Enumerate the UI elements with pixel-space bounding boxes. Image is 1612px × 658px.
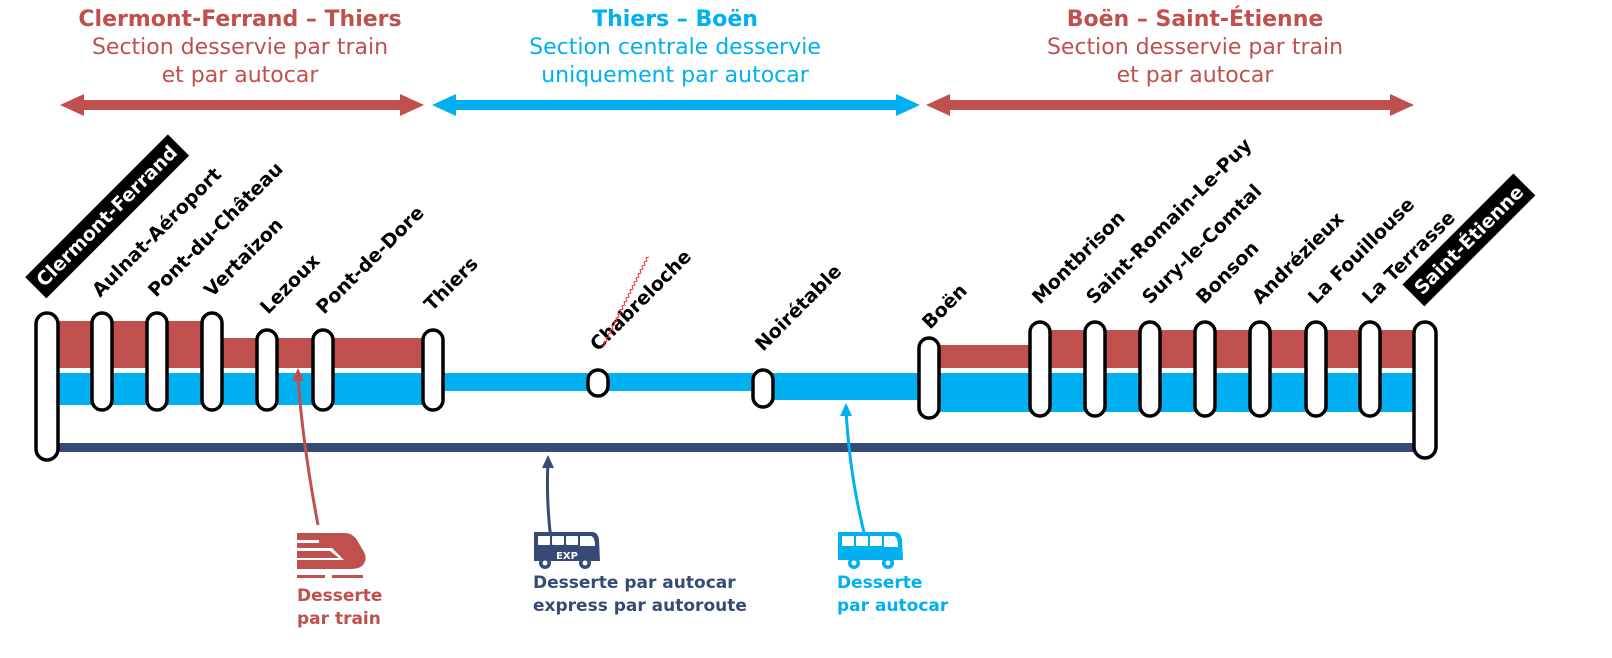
legend-train: Desserte par train [297,585,382,631]
spellcheck-underline [601,256,650,347]
section-arrow-clermont-thiers [60,94,424,116]
section-title: Thiers – Boën [592,7,758,32]
station-label: Boën [918,280,972,334]
legend-express: Desserte par autocar express par autorou… [533,572,747,618]
express-coach-icon: EXP [534,532,600,569]
station-name: Thiers [420,253,483,316]
station-label: Lezoux [256,250,325,319]
station-marker-montbrison [1028,320,1052,418]
station-marker-lezoux [255,328,279,412]
station-name: Chabreloche [586,246,696,356]
coach-pointer [840,403,868,541]
station-label: Thiers [420,253,483,316]
station-labels-layer: Clermont-FerrandAulnat-AéroportPont-du-C… [25,134,1536,356]
station-name: Lezoux [256,250,325,319]
coach-icon [838,532,903,569]
section-arrow-boen-saint-etienne [926,94,1414,116]
section-header-boen-saint-etienne: Boën – Saint-Étienne Section desservie p… [995,6,1395,90]
section-subtitle: Section desservie par train [1046,35,1344,60]
station-label: Chabreloche [586,246,696,356]
express-pointer [542,455,554,541]
legend-line: Desserte par autocar [533,573,736,593]
train-pointer [292,368,320,526]
station-marker-andrezieux [1248,320,1272,418]
station-label: Montbrison [1028,207,1130,309]
station-marker-noiretable [751,368,775,409]
station-marker-pont-du-chateau [145,311,169,412]
station-name: Boën [918,280,972,334]
terminus-label-background [1402,173,1536,307]
section-title: Boën – Saint-Étienne [1066,7,1324,32]
station-label: Pont-de-Dore [312,202,429,319]
legend-line: Desserte [297,586,383,606]
station-label: Noirétable [751,260,846,355]
station-marker-aulnat-aeroport [90,311,114,412]
express-badge: EXP [556,551,578,562]
station-marker-saint-romain-le-puy [1083,320,1107,418]
legend-line: par train [297,609,381,629]
station-marker-bonson [1193,320,1217,418]
stations-layer [34,311,1438,462]
station-name: Noirétable [751,260,846,355]
express-coach-line [58,443,1428,452]
station-name: Pont-de-Dore [312,202,429,319]
section-subtitle: et par autocar [161,63,319,88]
legend-line: express par autoroute [533,596,747,616]
legend-coach: Desserte par autocar [837,572,948,618]
section-subtitle: Section centrale desservie [529,35,821,60]
section-header-clermont-thiers: Clermont-Ferrand – Thiers Section desser… [40,6,440,90]
station-marker-chabreloche [586,368,610,398]
station-marker-sury-le-comtal [1138,320,1162,418]
station-marker-saint-etienne [1412,320,1438,460]
station-marker-vertaizon [200,311,224,412]
station-marker-clermont-ferrand [34,311,60,462]
section-title: Clermont-Ferrand – Thiers [78,7,402,32]
section-subtitle: Section desservie par train [91,35,389,60]
section-subtitle: uniquement par autocar [541,63,809,88]
station-name: Montbrison [1028,207,1130,309]
station-marker-thiers [421,328,445,412]
section-header-thiers-boen: Thiers – Boën Section centrale desservie… [475,6,875,90]
station-marker-la-fouillouse [1304,320,1328,418]
section-arrow-thiers-boen [432,94,920,116]
legend-line: par autocar [837,596,949,616]
station-marker-pont-de-dore [311,328,335,412]
station-marker-boen [917,336,941,420]
section-subtitle: et par autocar [1116,63,1274,88]
terminus-label-background [25,134,190,299]
train-icon [297,533,366,578]
station-marker-la-terrasse [1358,320,1382,418]
legend-line: Desserte [837,573,923,593]
